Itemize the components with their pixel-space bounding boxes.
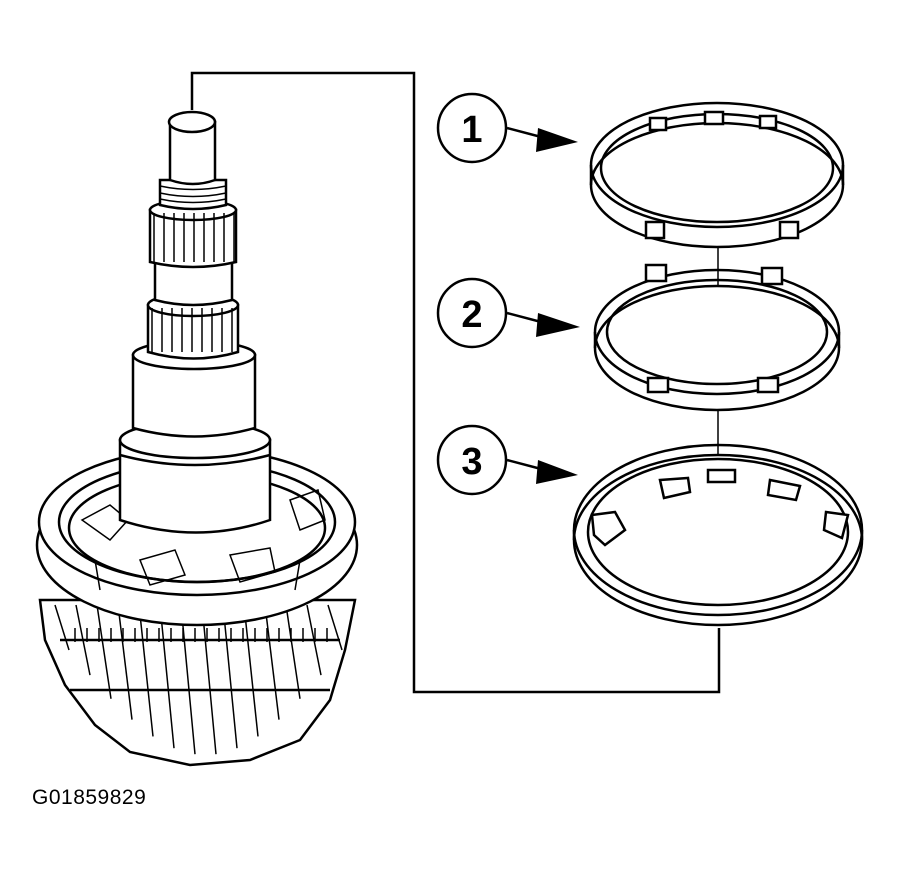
- callout-3-circle: [436, 424, 508, 496]
- output-shaft: [118, 110, 272, 534]
- helical-gear: [38, 598, 357, 767]
- callout-3-label: 3: [461, 441, 482, 483]
- callout-3: 3: [436, 424, 578, 496]
- callout-2-circle: [436, 277, 508, 349]
- shaft-gear-assembly: [35, 110, 359, 767]
- callout-1-circle: [436, 92, 508, 164]
- callout-2: 2: [436, 277, 580, 349]
- ring-2: [593, 263, 841, 412]
- callout-1-label: 1: [461, 109, 482, 151]
- figure-id: G01859829: [32, 786, 147, 809]
- callout-2-label: 2: [461, 294, 482, 336]
- assembly-bracket-line: [190, 71, 721, 694]
- ring-3: [572, 443, 864, 627]
- callout-1-arrowhead: [536, 128, 578, 152]
- callout-3-arrowhead: [536, 460, 578, 484]
- callout-2-arrowhead: [536, 313, 580, 337]
- callout-1: 1: [436, 92, 578, 164]
- ring-1: [589, 101, 845, 249]
